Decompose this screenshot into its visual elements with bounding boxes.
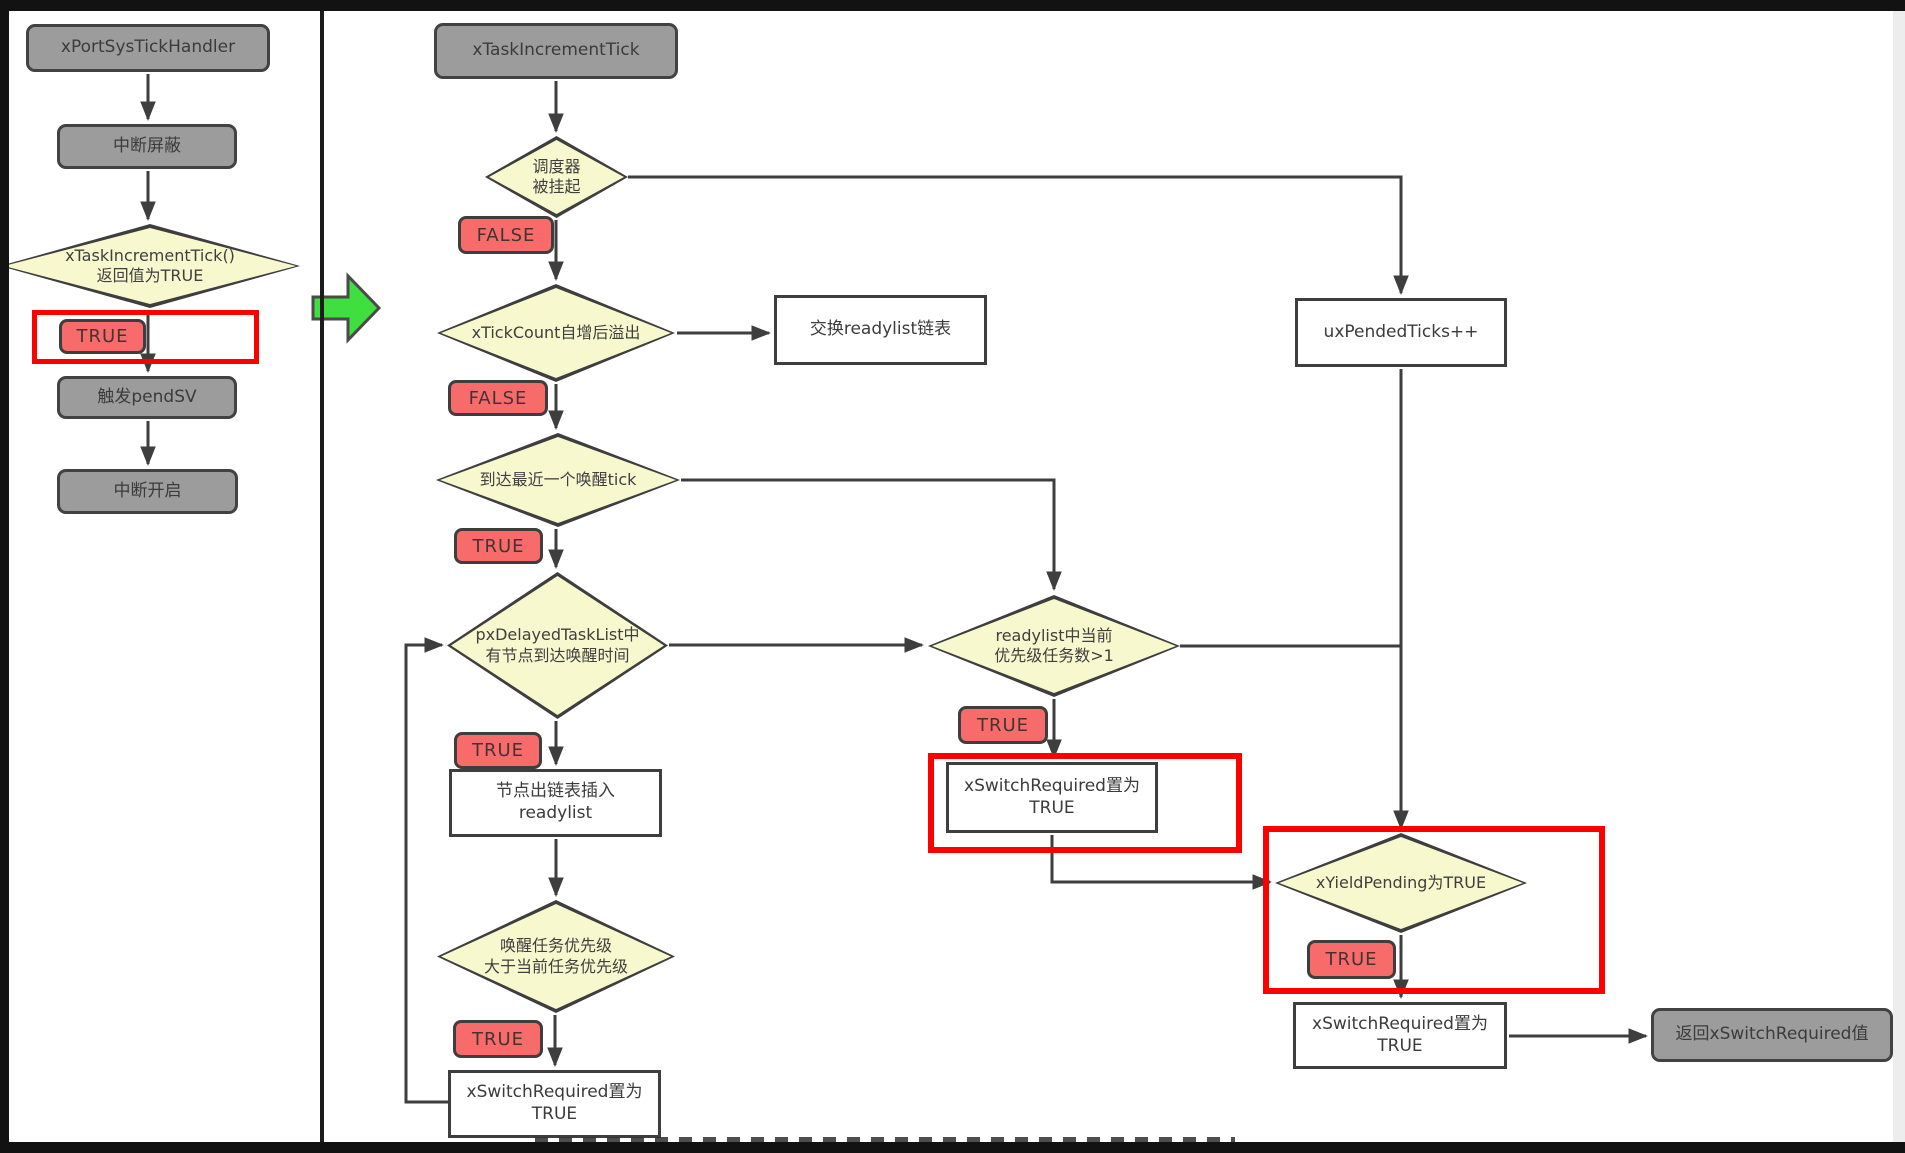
decision-scheduler-suspended: 调度器 被挂起 [485, 136, 628, 218]
arrow-waketick-to-readylistcount [681, 478, 1062, 591]
highlight-rect-true-branch [32, 310, 259, 364]
decision-label: xYieldPending为TRUE [1315, 872, 1487, 892]
decision-woken-priority-higher: 唤醒任务优先级 大于当前任务优先级 [437, 900, 675, 1013]
badge-label: TRUE [471, 1028, 525, 1050]
node-label: xSwitchRequired置为 TRUE [1312, 1013, 1488, 1056]
badge-label: TRUE [1325, 949, 1378, 970]
node-trigger-pendsv: 触发pendSV [57, 376, 237, 419]
node-label: 交换readylist链表 [809, 319, 952, 340]
badge-label: TRUE [472, 535, 525, 557]
badge-false-overflow: FALSE [448, 380, 548, 416]
panel-separator-line [320, 11, 324, 1142]
right-gutter [1893, 0, 1905, 1153]
badge-true-delayedlist: TRUE [454, 732, 542, 769]
decision-label: xTickCount自增后溢出 [471, 322, 641, 342]
node-label: 中断屏蔽 [113, 135, 181, 156]
loop-switchrequired-to-delayedlist [404, 637, 448, 1104]
decision-label: xTaskIncrementTick() 返回值为TRUE [65, 245, 235, 285]
decision-label: pxDelayedTaskList中 有节点到达唤醒时间 [475, 625, 640, 665]
badge-label: TRUE [471, 740, 525, 761]
node-xtaskincrementtick: xTaskIncrementTick [434, 23, 678, 79]
badge-true-waketick: TRUE [454, 528, 543, 564]
highlight-rect-switch-required [928, 753, 1242, 853]
node-uxpendedticks-increment: uxPendedTicks++ [1295, 298, 1507, 367]
badge-label: TRUE [976, 714, 1030, 736]
node-label: xSwitchRequired置为 TRUE [964, 775, 1140, 818]
decision-label: 唤醒任务优先级 大于当前任务优先级 [483, 936, 628, 976]
node-label: xSwitchRequired置为 TRUE [466, 1082, 643, 1124]
node-set-switch-required-loop: xSwitchRequired置为 TRUE [448, 1070, 661, 1138]
top-frame-bar [0, 0, 1905, 11]
node-set-switch-required-final: xSwitchRequired置为 TRUE [1293, 1002, 1507, 1069]
node-label: uxPendedTicks++ [1323, 321, 1479, 342]
badge-label: FALSE [476, 224, 536, 246]
node-label: 节点出链表插入 readylist [496, 781, 615, 823]
node-set-switch-required-mid: xSwitchRequired置为 TRUE [946, 762, 1158, 833]
node-xportsystickhandler: xPortSysTickHandler [26, 24, 270, 72]
decision-reached-wake-tick: 到达最近一个唤醒tick [436, 433, 680, 527]
decision-label: readylist中当前 优先级任务数>1 [994, 625, 1114, 665]
cutoff-caption-fragment [535, 1137, 1235, 1143]
node-label: 返回xSwitchRequired值 [1675, 1024, 1869, 1045]
node-label: xPortSysTickHandler [60, 37, 236, 58]
node-label: 触发pendSV [97, 386, 197, 407]
node-interrupt-mask: 中断屏蔽 [57, 124, 237, 169]
badge-true-left: TRUE [59, 319, 146, 354]
node-interrupt-enable: 中断开启 [57, 469, 238, 514]
badge-true-priority: TRUE [453, 1020, 543, 1058]
node-label: xTaskIncrementTick [472, 40, 640, 61]
decision-tickcount-overflow: xTickCount自增后溢出 [437, 284, 675, 382]
left-frame-bar [0, 0, 9, 1153]
badge-label: FALSE [468, 387, 528, 409]
badge-label: TRUE [76, 326, 129, 347]
decision-label: 到达最近一个唤醒tick [479, 469, 637, 489]
highlight-rect-yield-pending [1263, 826, 1605, 994]
decision-delayed-list-has-wake-node: pxDelayedTaskList中 有节点到达唤醒时间 [447, 572, 668, 719]
node-label: 中断开启 [113, 480, 182, 501]
decision-label: 调度器 被挂起 [532, 156, 581, 196]
node-swap-readylist: 交换readylist链表 [774, 295, 987, 365]
node-return-switch-required: 返回xSwitchRequired值 [1651, 1008, 1893, 1062]
badge-true-readylistcount: TRUE [958, 706, 1048, 744]
decision-readylist-task-count: readylist中当前 优先级任务数>1 [928, 595, 1180, 697]
arrow-suspended-to-pendedticks [628, 175, 1409, 295]
node-move-node-to-readylist: 节点出链表插入 readylist [449, 769, 662, 837]
bottom-frame-bar [0, 1142, 1905, 1153]
badge-false-suspended: FALSE [458, 216, 554, 254]
badge-true-yieldpending: TRUE [1307, 940, 1396, 979]
decision-increment-tick-returns-true: xTaskIncrementTick() 返回值为TRUE [0, 224, 300, 308]
